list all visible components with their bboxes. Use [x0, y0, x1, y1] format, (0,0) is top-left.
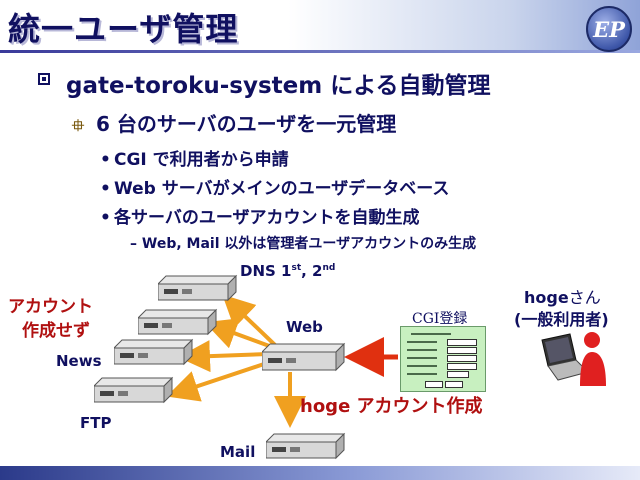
user-laptop-icon	[541, 332, 606, 386]
arrow-to-ftp	[166, 360, 271, 402]
bullet-level4: – Web, Mail 以外は管理者ユーザアカウントのみ生成	[130, 233, 476, 253]
mail-server-icon	[266, 432, 346, 460]
bullet-dash-icon: –	[130, 236, 137, 252]
ep-logo: EP	[586, 6, 632, 52]
arrow-to-news	[178, 340, 269, 373]
cgi-form-thumbnail	[400, 326, 486, 392]
bullet-level1: gate-toroku-system による自動管理	[40, 66, 491, 100]
title-underline	[0, 50, 640, 53]
title-bar	[0, 0, 640, 50]
bullet-level3-item: •Web サーバがメインのユーザデータベース	[100, 174, 449, 199]
bullet-level4-text: Web, Mail 以外は管理者ユーザアカウントのみ生成	[141, 236, 477, 252]
bullet-dot-icon: •	[100, 150, 111, 170]
bullet-dot-icon: •	[100, 179, 111, 199]
arrow-to-dns	[222, 294, 277, 347]
bullet-square-icon	[38, 73, 50, 85]
bullet-level3-text: 各サーバのユーザアカウントを自動生成	[114, 208, 420, 228]
news-label: News	[56, 352, 102, 370]
create-account-label: hoge アカウント作成	[300, 396, 483, 417]
footer-bar	[0, 466, 640, 480]
bullet-level1-text: gate-toroku-system による自動管理	[66, 73, 491, 99]
no-account-label-line1: アカウント	[8, 297, 93, 317]
ftp-label: FTP	[80, 414, 112, 432]
bullet-level3-text: Web サーバがメインのユーザデータベース	[114, 179, 450, 199]
bullet-level3-item: •CGI で利用者から申請	[100, 145, 289, 170]
mail-label: Mail	[220, 443, 256, 461]
bullet-level2: ⯐ 6 台のサーバのユーザを一元管理	[72, 108, 396, 142]
server-icon	[138, 308, 218, 336]
web-label: Web	[286, 318, 323, 336]
web-server-icon	[262, 342, 346, 372]
user-role-label: (一般利用者)	[514, 310, 609, 329]
bullet-level3-item: •各サーバのユーザアカウントを自動生成	[100, 203, 420, 228]
bullet-level3-text: CGI で利用者から申請	[114, 150, 289, 170]
arrow-to-top-server	[204, 318, 273, 349]
server-icon	[94, 376, 174, 404]
bullet-cross-icon: ⯐	[72, 116, 85, 135]
server-icon	[158, 274, 238, 302]
no-account-label-line2: 作成せず	[22, 321, 90, 341]
server-icon	[114, 338, 194, 366]
user-name-label: hogeさん	[524, 288, 601, 307]
cgi-label: CGI登録	[412, 311, 468, 327]
bullet-dot-icon: •	[100, 208, 111, 228]
logo-text: EP	[593, 17, 625, 42]
slide-title: 統一ユーザ管理	[8, 10, 239, 48]
bullet-level2-text: 6 台のサーバのユーザを一元管理	[96, 112, 397, 136]
dns-label: DNS 1st, 2nd	[240, 262, 336, 280]
